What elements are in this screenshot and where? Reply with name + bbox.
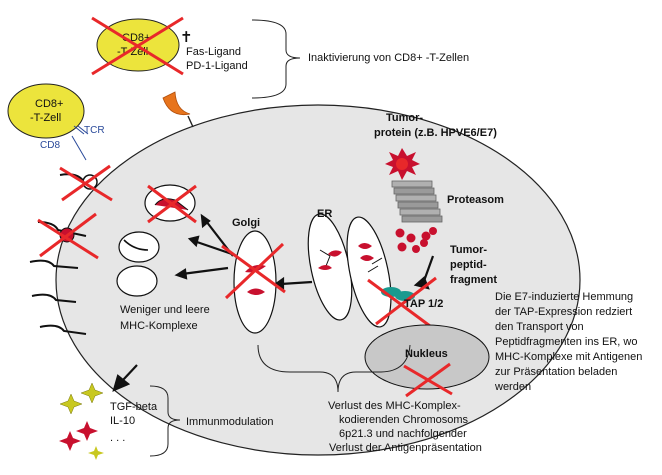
er-label: ER [317,208,332,220]
ligand-fas: Fas-Ligand [186,46,241,58]
ligand-pd1: PD-1-Ligand [186,60,248,72]
peptide-line2: peptid- [450,259,487,271]
tap-transporter [367,276,437,328]
tumor-protein-icon [385,148,420,180]
loss-line4: Verlust der Antigenpräsentation [329,442,482,454]
ligand-brace [251,19,301,99]
tcr-label: TCR [84,125,105,136]
tumor-protein-line2: protein (z.B. HPVE6/E7) [374,127,497,139]
e7-line7: werden [494,381,531,393]
peptide-fragments [395,227,437,253]
inactive-tcell: CD8+ -T-Zell [91,16,184,76]
e7-line1: Die E7-induzierte Hemmung [495,291,633,303]
cytokine-il10: IL-10 [110,415,135,427]
golgi [221,230,286,334]
er [307,213,392,328]
surface-mhc-receptors [29,164,113,335]
active-tcell-line2: -T-Zell [30,112,61,124]
e7-line3: den Transport von [495,321,584,333]
cytokine-stars [59,382,104,460]
active-tcell: CD8+ -T-Zell [7,83,85,139]
death-cross-icon: ✝ [180,28,193,46]
tap-label: TAP 1/2 [404,298,443,310]
cytokine-more: . . . [110,432,125,444]
e7-line6: zur Präsentation beladen [495,366,617,378]
nucleus-label: Nukleus [405,348,448,360]
cd8-label: CD8 [40,140,60,151]
mhc-less-line1: Weniger und leere [120,304,210,316]
loss-line1: Verlust des MHC-Komplex- [328,400,461,412]
mhc-vesicles [116,184,197,297]
e7-line5: MHC-Komplexe mit Antigenen [495,351,642,363]
golgi-label: Golgi [232,217,260,229]
peptide-line1: Tumor- [450,244,487,256]
cytokine-brace [149,385,181,457]
loss-line3: 6p21.3 und nachfolgender [339,428,467,440]
ligand-receptor-icon [162,91,194,128]
loss-brace [257,344,411,393]
peptide-line3: fragment [450,274,497,286]
nucleus [364,324,490,398]
active-tcell-line1: CD8+ [35,98,63,110]
loss-line2: kodierenden Chromosoms [339,414,469,426]
immunomodulation-label: Immunmodulation [186,416,273,428]
proteasome-label: Proteasom [447,194,504,206]
inactivation-label: Inaktivierung von CD8+ -T-Zellen [308,52,469,64]
tumor-protein-line1: Tumor- [386,112,423,124]
cytokine-tgf: TGF-beta [110,401,158,413]
mhc-less-line2: MHC-Komplexe [120,320,198,332]
e7-line2: der TAP-Expression redziert [495,306,632,318]
proteasome-icon [391,180,443,223]
e7-line4: Peptidfragmenten ins ER, wo [495,336,637,348]
